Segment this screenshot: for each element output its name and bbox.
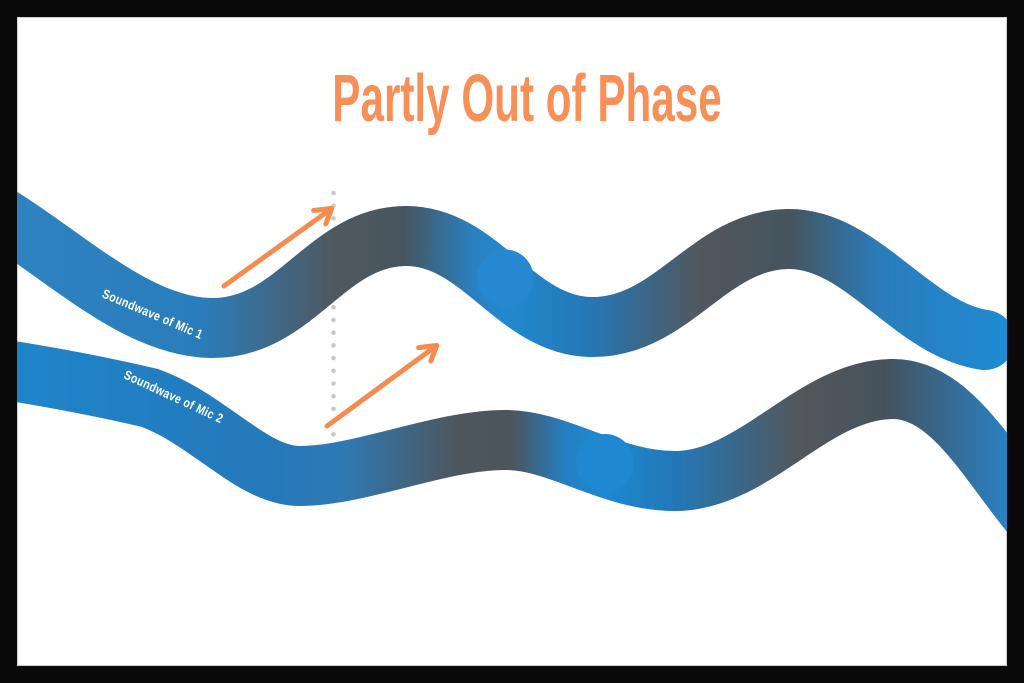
phase-arrow-mic2-icon [324,342,440,429]
ribbon-segment-cap-mic1 [476,249,534,307]
ribbon-segment-cap-mic2 [576,434,634,492]
soundwave-diagram [17,190,1007,532]
phase-arrow-mic1-icon [221,205,335,289]
diagram-background: Partly Out of Phase Soundwave of Mic 1 S… [17,17,1007,666]
soundwave-mic2-ribbon [17,341,1007,532]
diagram-title: Partly Out of Phase [332,61,722,136]
